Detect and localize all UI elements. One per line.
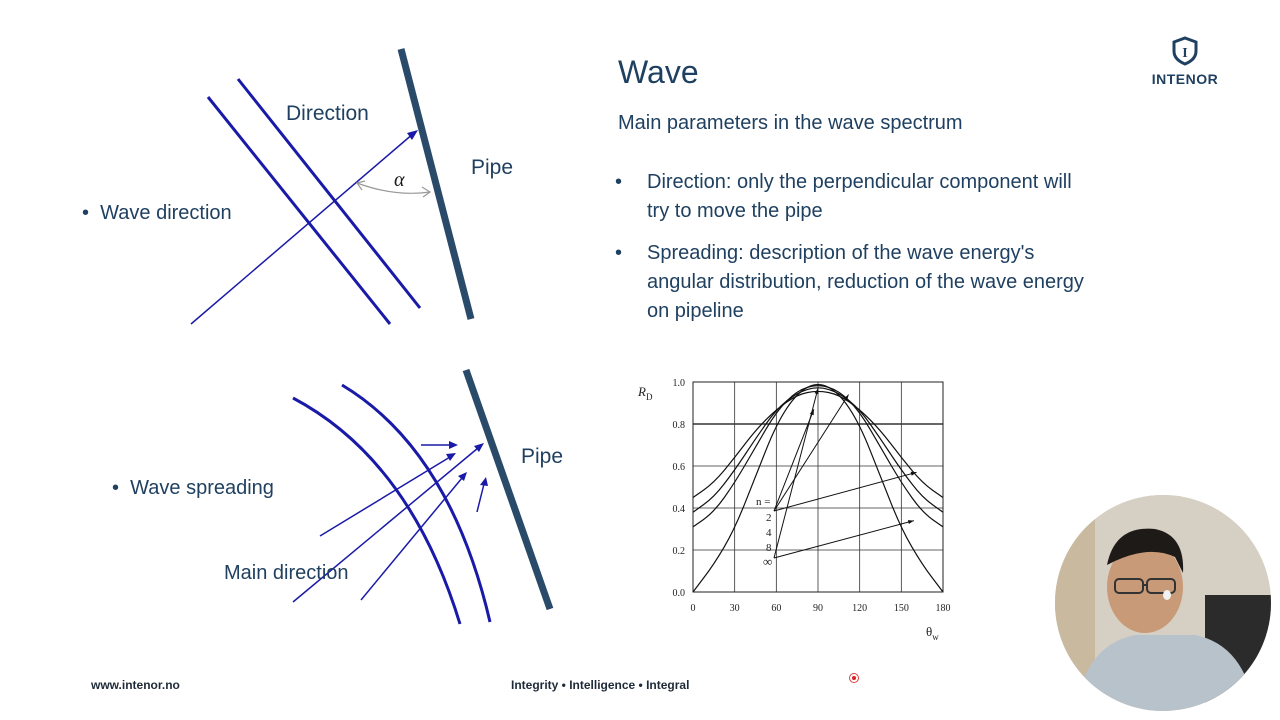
y-tick-label: 0.4 — [673, 504, 686, 515]
y-tick-label: 0.8 — [673, 420, 686, 431]
bullet-symbol: • — [112, 477, 120, 499]
x-tick-label: 0 — [691, 603, 696, 614]
slide-subtitle: Main parameters in the wave spectrum — [618, 112, 963, 134]
spread-arrow — [360, 477, 463, 601]
legend-entry: 2 — [766, 512, 772, 524]
slide-title: Wave — [618, 54, 699, 90]
y-axis-label: RD — [637, 384, 653, 402]
y-axis-label-sub: D — [646, 392, 653, 402]
intenor-logo: I INTENOR — [1150, 36, 1220, 87]
wave-crest-curve — [292, 396, 462, 625]
chart-grid — [692, 381, 944, 593]
pointer-arrow — [773, 471, 917, 512]
angle-arrowhead — [355, 180, 366, 191]
x-tick-label: 90 — [813, 603, 823, 614]
legend-entry: 4 — [766, 527, 772, 539]
y-tick-label: 0.0 — [673, 588, 686, 599]
x-axis-label-main: θ — [926, 624, 932, 639]
footer-website[interactable]: www.intenor.no — [91, 678, 180, 692]
spread-arrowhead — [449, 441, 458, 449]
y-tick-label: 0.6 — [673, 462, 686, 473]
x-axis-label: θw — [926, 624, 939, 642]
bullet-symbol: • — [615, 242, 623, 264]
spread-arrowhead — [446, 453, 456, 461]
pipe-label-bottom: Pipe — [521, 445, 564, 468]
wave-direction-bullet: • Wave direction — [82, 202, 232, 225]
spread-arrowhead — [480, 477, 488, 486]
wave-direction-diagram: α — [190, 48, 475, 325]
wave-spreading-diagram — [292, 368, 554, 625]
spread-arrowhead — [458, 472, 467, 481]
wave-spreading-text: Wave spreading — [130, 477, 274, 499]
direction-arrowhead — [407, 130, 418, 140]
pipe-label-top: Pipe — [471, 156, 514, 179]
bullet-direction-text: Direction: only the perpendicular compon… — [647, 171, 1072, 222]
spread-arrow — [319, 456, 451, 537]
pointer-arrow — [773, 520, 914, 559]
pointer-arrow — [773, 409, 815, 512]
main-direction-arrowhead — [474, 443, 484, 452]
angle-arrowhead — [421, 186, 432, 198]
direction-arrow — [190, 132, 415, 325]
x-tick-label: 150 — [894, 603, 909, 614]
legend-entry: 8 — [766, 542, 772, 554]
pointer-arrowhead — [907, 520, 914, 525]
legend-title: n = — [756, 496, 770, 508]
wave-crest-curve — [341, 383, 492, 623]
direction-label: Direction — [286, 102, 369, 125]
footer-tagline: Integrity • Intelligence • Integral — [511, 678, 690, 692]
x-axis-label-sub: w — [932, 632, 939, 642]
x-tick-label: 180 — [936, 603, 951, 614]
spreading-chart: 0 30 60 90 120 150 180 0.0 0.2 0.4 0.6 0.8 1.0 RD θw… — [637, 378, 951, 642]
bullet-spreading-text: Spreading: description of the wave energ… — [647, 242, 1084, 322]
webcam-overlay — [1055, 495, 1271, 711]
presenter-video — [1055, 495, 1271, 711]
pipe-line — [397, 48, 475, 320]
bullet-direction: • Direction: only the perpendicular comp… — [615, 168, 1098, 226]
bullet-symbol: • — [615, 171, 623, 193]
series-line — [692, 384, 944, 593]
series-line — [692, 387, 944, 513]
x-tick-label: 120 — [852, 603, 867, 614]
legend-entry: ∞ — [763, 554, 772, 569]
legend-pointers — [773, 388, 917, 559]
logo-mark: I — [1182, 46, 1187, 61]
x-tick-label: 30 — [730, 603, 740, 614]
shield-icon: I — [1172, 36, 1198, 66]
main-direction-label: Main direction — [224, 562, 349, 584]
wave-crest-line — [206, 96, 392, 325]
y-tick-label: 1.0 — [673, 378, 686, 389]
chart-ticks: 0 30 60 90 120 150 180 0.0 0.2 0.4 0.6 0.8 1.0 — [673, 378, 951, 614]
pointer-arrowhead — [814, 388, 819, 395]
chart-frame — [692, 381, 944, 593]
bullet-spreading: • Spreading: description of the wave ene… — [615, 239, 1098, 326]
x-tick-label: 60 — [771, 603, 781, 614]
recording-indicator — [849, 673, 859, 683]
main-direction-arrow — [292, 447, 479, 603]
wave-direction-text: Wave direction — [100, 202, 232, 224]
spread-arrow — [476, 483, 485, 513]
y-axis-label-main: R — [637, 384, 646, 399]
series-line — [692, 390, 944, 498]
logo-text: INTENOR — [1151, 71, 1219, 87]
pointer-arrowhead — [910, 471, 917, 476]
pointer-arrow — [773, 394, 849, 512]
pointer-arrow — [773, 388, 819, 559]
pointer-arrowhead — [843, 394, 849, 401]
y-tick-label: 0.2 — [673, 546, 686, 557]
angle-alpha-label: α — [394, 169, 405, 191]
wave-spreading-bullet: • Wave spreading — [112, 477, 274, 500]
chart-series-group — [692, 384, 944, 593]
pipe-line — [462, 368, 554, 611]
bullet-symbol: • — [82, 202, 90, 224]
wave-crest-line — [236, 78, 422, 309]
angle-arc — [356, 182, 431, 194]
